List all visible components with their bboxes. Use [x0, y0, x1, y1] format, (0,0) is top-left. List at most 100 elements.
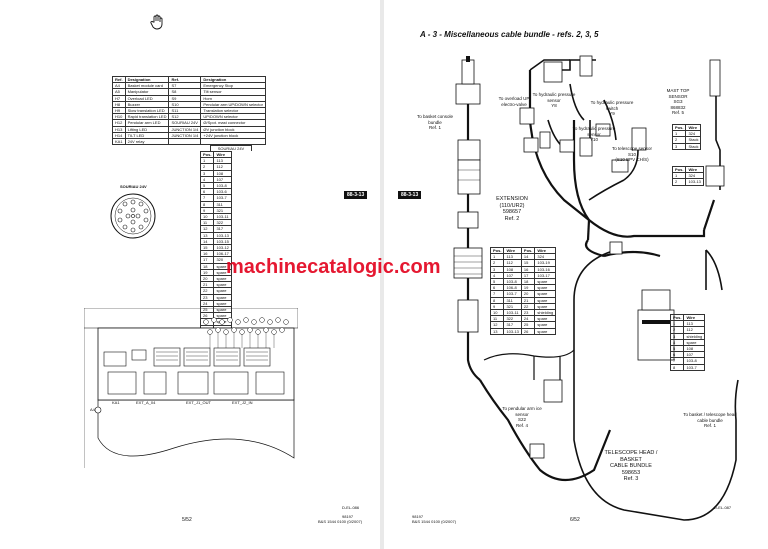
- extension-cell: spare: [534, 284, 557, 292]
- mast-a-header-cell: Wire: [685, 123, 702, 132]
- telescope-header-cell: Wire: [683, 313, 706, 322]
- extension-cell: 13: [489, 327, 505, 335]
- souriau-cell: 107: [213, 175, 232, 184]
- label-pressure-sensor2: To hydraulic pressure sensor Y10: [572, 126, 616, 142]
- label-overload-sensor: To overload UP electro-valve: [498, 96, 530, 107]
- extension-cell: 103-16: [534, 265, 557, 273]
- drawing-ref-left: D-EL-086: [342, 505, 360, 510]
- telescope-cell: 103-7: [683, 363, 706, 371]
- telescope-cell: 107: [683, 351, 706, 359]
- extension-cell: spare: [534, 327, 557, 335]
- legend-cell: Buzzer: [124, 100, 170, 109]
- souriau-cell: spare: [213, 306, 232, 314]
- card-label-ext-j2: EXT_J2_IN: [232, 400, 253, 405]
- watermark: machinecatalogic.com: [226, 256, 441, 278]
- souriau-cell: 103-15: [213, 237, 232, 246]
- label-pendular-arm: To pendular arm ice sensor S22 Ref. 4: [502, 406, 542, 428]
- extension-cell: 5: [489, 277, 505, 286]
- legend-header-cell: Designation: [200, 75, 266, 84]
- extension-cell: 23: [520, 309, 536, 317]
- telescope-cell: 112: [683, 326, 706, 334]
- extension-cell: 21: [520, 296, 536, 304]
- souriau-cell: spare: [213, 293, 232, 301]
- souriau-cell: spare: [213, 299, 232, 308]
- extension-cell: shielding: [534, 309, 557, 317]
- mast-a-cell: Stack: [685, 142, 702, 150]
- legend-cell: Lifting LED: [124, 125, 170, 133]
- card-label-ext-a: EXT_A_04: [136, 400, 156, 405]
- legend-cell: [168, 138, 202, 146]
- mast-b-cell: 103-13: [685, 178, 704, 186]
- souriau-cell: spare: [213, 262, 232, 270]
- extension-cell: 7: [489, 290, 505, 298]
- telescope-cell: 108: [683, 344, 706, 353]
- legend-cell: Rapid translation LED: [124, 113, 170, 121]
- telescope-cell: shielding: [683, 332, 706, 340]
- souriau-cell: 113: [213, 157, 232, 165]
- legend-cell: KA1: [112, 138, 126, 146]
- legend-cell: Pendular arm LED: [124, 119, 170, 127]
- legend-cell: S11: [168, 106, 202, 115]
- souriau-cell: 26: [199, 312, 215, 320]
- extension-cell: spare: [534, 277, 557, 286]
- section-tab-left: 88-3-13: [344, 191, 368, 199]
- extension-cell: 15: [520, 259, 536, 267]
- legend-cell: Translation selector: [200, 106, 266, 115]
- souriau-header-cell: Pos.: [199, 150, 215, 159]
- extension-cell: 25: [520, 321, 536, 329]
- extension-cell: 3: [489, 265, 505, 273]
- extension-cell: 103-17: [534, 271, 557, 280]
- extension-cell: 24: [520, 315, 536, 323]
- souriau-header-row: Pos.Wire: [199, 150, 232, 159]
- extension-cell: spare: [534, 321, 557, 329]
- legend-cell: +24V junction block: [200, 131, 266, 140]
- label-basket-bundle: To basket console bundle Ref. 1: [416, 114, 454, 130]
- souriau-cell: 311: [213, 200, 232, 208]
- legend-cell: Manipulator: [124, 88, 170, 96]
- extension-cell: 19: [520, 284, 536, 292]
- mast-b-header-cell: Pos.: [671, 165, 687, 174]
- label-telescope-head: To basket / telescope head cable bundle …: [683, 412, 737, 428]
- section-tab-right: 88-3-13: [398, 191, 422, 199]
- souriau-cell: 320: [213, 256, 232, 264]
- souriau-cell: 103-6: [213, 188, 232, 196]
- legend-cell: [200, 138, 266, 146]
- extension-cell: 9: [489, 302, 505, 311]
- legend-cell: Tilt sensor: [200, 88, 266, 96]
- telescope-cell: spare: [683, 338, 706, 347]
- legend-cell: Slow translation LED: [124, 106, 170, 115]
- extension-cell: 14: [520, 253, 536, 261]
- hand-cursor-icon: [150, 14, 163, 30]
